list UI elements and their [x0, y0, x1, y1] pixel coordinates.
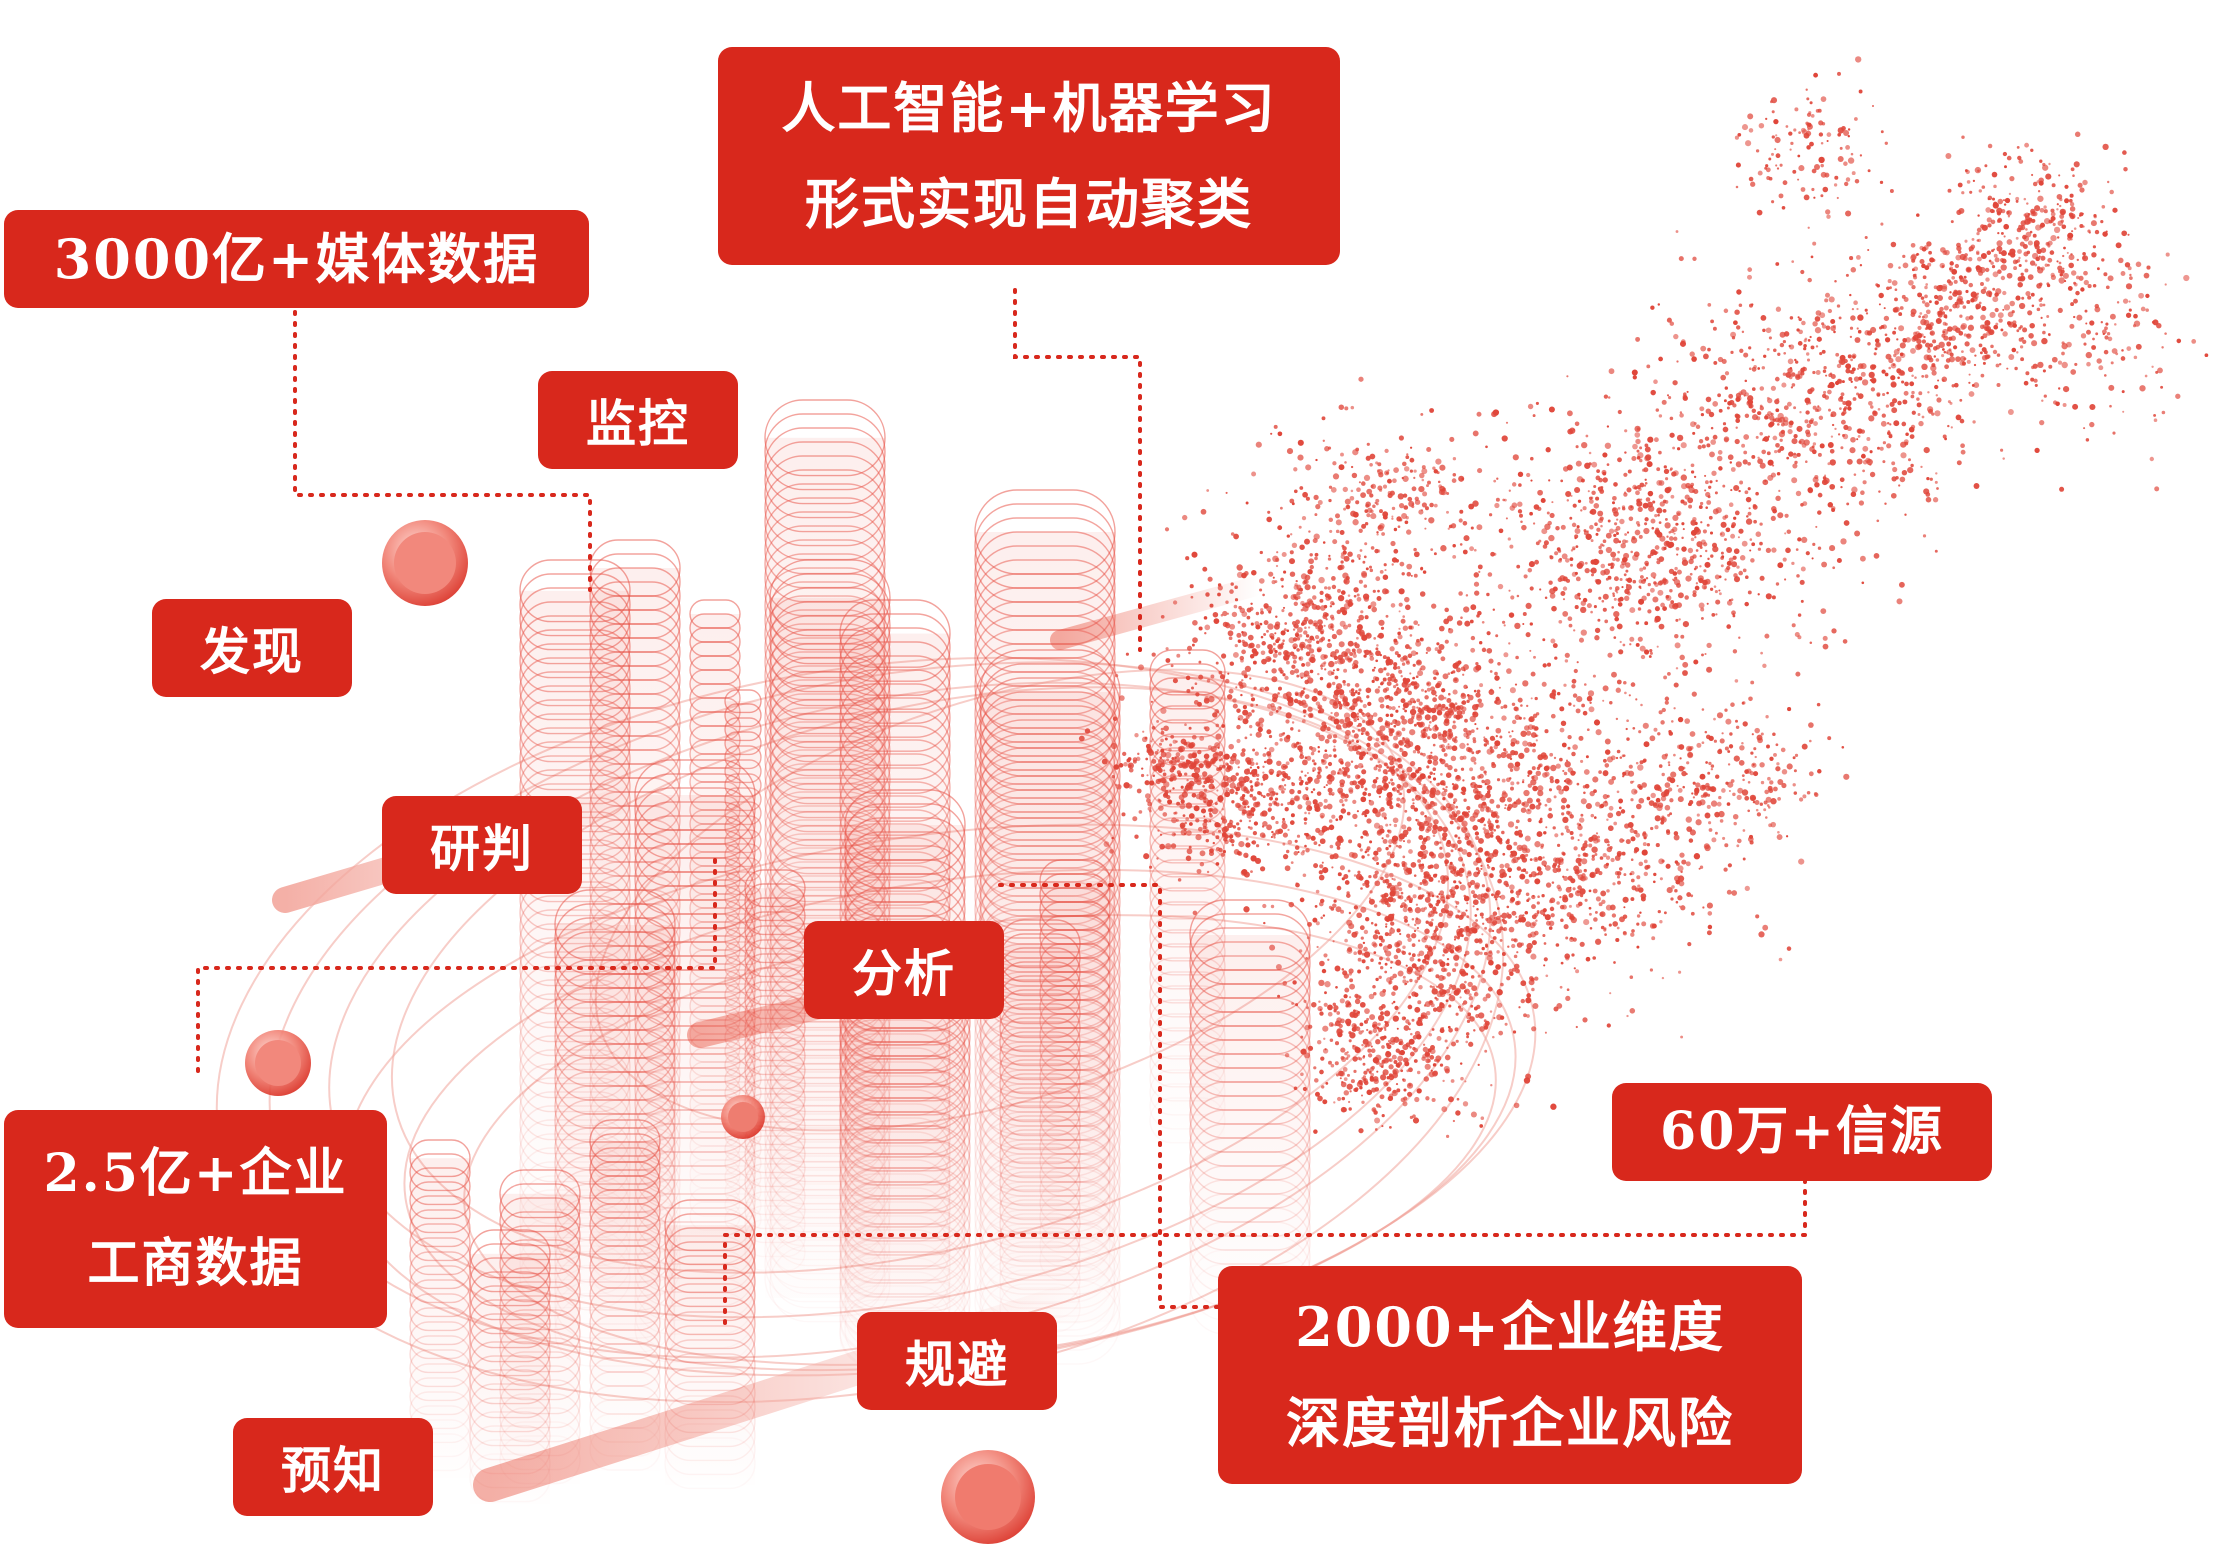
tower — [839, 929, 971, 1368]
tower — [589, 1119, 661, 1471]
tower — [744, 869, 806, 1272]
enterprise-dims-line1: 2000+企业维度 — [1295, 1295, 1725, 1359]
media-data-text: 3000亿+媒体数据 — [53, 227, 540, 291]
enterprise-data-label: 2.5亿+企业 工商数据 — [4, 1110, 387, 1328]
tower — [664, 1199, 756, 1490]
monitor-text: 监控 — [586, 394, 690, 453]
foresee-text: 预知 — [281, 1441, 385, 1500]
enterprise-data-line1: 2.5亿+企业 — [43, 1143, 348, 1204]
ai-clustering-label: 人工智能+机器学习 形式实现自动聚类 — [718, 47, 1340, 265]
tower — [1189, 899, 1311, 1335]
monitor-label: 监控 — [538, 371, 738, 469]
enterprise-data-line2: 工商数据 — [87, 1233, 304, 1294]
decorative-dots — [245, 520, 1035, 1544]
analyze-label: 分析 — [804, 921, 1004, 1019]
sources-label: 60万+信源 — [1612, 1083, 1992, 1181]
enterprise-dims-line2: 深度剖析企业风险 — [1286, 1391, 1734, 1455]
avoid-label: 规避 — [857, 1312, 1057, 1410]
discover-label: 发现 — [152, 599, 352, 697]
ai-clustering-line1: 人工智能+机器学习 — [781, 76, 1277, 140]
tower — [469, 1229, 551, 1504]
ai-clustering-line2: 形式实现自动聚类 — [805, 172, 1253, 236]
sources-text: 60万+信源 — [1660, 1101, 1944, 1162]
foresee-label: 预知 — [233, 1418, 433, 1516]
avoid-text: 规避 — [905, 1335, 1009, 1394]
tower — [999, 919, 1081, 1333]
enterprise-dims-label: 2000+企业维度 深度剖析企业风险 — [1218, 1266, 1802, 1484]
data-towers — [409, 399, 1311, 1504]
leader-lines — [196, 288, 1807, 1332]
discover-text: 发现 — [200, 622, 304, 681]
analyze-text: 分析 — [852, 944, 956, 1003]
media-data-label: 3000亿+媒体数据 — [4, 210, 589, 308]
research-label: 研判 — [382, 796, 582, 894]
particle-cloud — [1078, 56, 2209, 1138]
research-text: 研判 — [430, 819, 534, 878]
